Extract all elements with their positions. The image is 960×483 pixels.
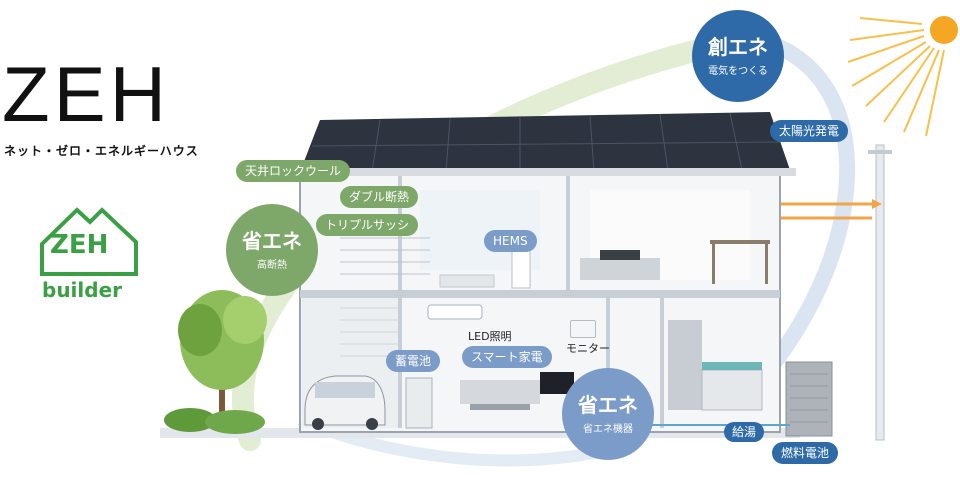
air-conditioner: [427, 304, 483, 320]
label-ceiling-rockwool: 天井ロックウール: [236, 160, 351, 182]
car: [304, 375, 386, 430]
label-battery: 蓄電池: [386, 350, 441, 372]
label-triple-sash: トリプルサッシ: [316, 214, 419, 236]
battery-unit: [405, 377, 433, 429]
label-hems: HEMS: [484, 230, 537, 252]
label-monitor: モニター: [566, 342, 610, 355]
solar-panel-roof: [296, 112, 796, 176]
sofa-2f: [580, 250, 660, 280]
insulation-circle-title: 省エネ: [242, 228, 302, 253]
sun-icon: [847, 16, 958, 137]
utility-pole: [868, 144, 892, 441]
create-energy-subtitle: 電気をつくる: [708, 65, 768, 77]
sofa-1f: [460, 380, 540, 410]
kitchen: [668, 320, 763, 411]
badge-builder-text: builder: [42, 278, 123, 302]
label-fuel-cell: 燃料電池: [772, 442, 839, 464]
zeh-logo-subtitle: ネット・ゼロ・エネルギーハウス: [4, 144, 199, 158]
create-energy-circle: 創エネ 電気をつくる: [692, 10, 784, 102]
badge-zeh-text: ZEH: [50, 230, 109, 260]
dining-set: [710, 240, 770, 284]
label-solar: 太陽光発電: [770, 120, 849, 142]
insulation-circle-subtitle: 高断熱: [257, 259, 287, 271]
tree: [164, 290, 267, 434]
create-energy-title: 創エネ: [708, 34, 768, 59]
house-outline-icon: [40, 207, 138, 276]
fuel-cell-unit: [785, 361, 833, 437]
zeh-logo: ZEH: [2, 50, 170, 138]
tv: [540, 372, 574, 394]
label-hot-water: 給湯: [724, 422, 765, 442]
bed: [439, 274, 495, 288]
label-double-insulation: ダブル断熱: [340, 186, 419, 208]
label-smart-appliances: スマート家電: [462, 346, 552, 368]
saving-energy-subtitle: 省エネ機器: [583, 423, 633, 435]
saving-energy-circle: 省エネ 省エネ機器: [562, 368, 654, 460]
label-led: LED照明: [468, 330, 512, 343]
monitor-icon: [570, 320, 596, 338]
hems-device: [511, 249, 531, 289]
zeh-builder-badge: ZEH builder: [32, 196, 142, 306]
insulation-circle: 省エネ 高断熱: [226, 204, 318, 296]
saving-energy-title: 省エネ: [578, 392, 638, 417]
